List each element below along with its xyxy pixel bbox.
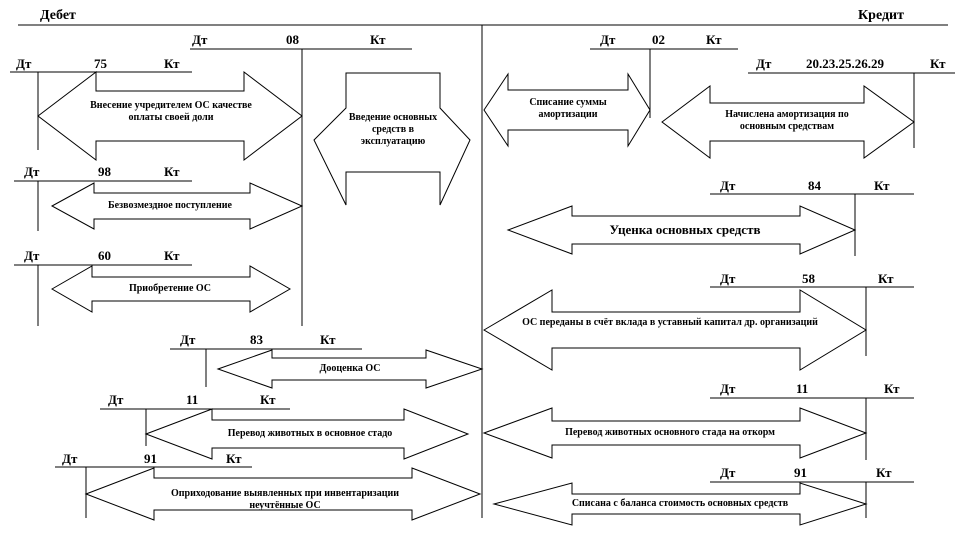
account-02-kt: Кт bbox=[706, 32, 722, 47]
account-11-right-number: 11 bbox=[796, 381, 809, 396]
account-20-dt: Дт bbox=[756, 56, 772, 71]
arrow-free bbox=[50, 182, 304, 230]
arrow-contribution-text: ОС переданы в счёт вклада в уставный кап… bbox=[522, 317, 818, 328]
arrow-surplus bbox=[84, 467, 482, 521]
arrow-purchase bbox=[50, 265, 292, 313]
account-60-kt: Кт bbox=[164, 248, 180, 263]
arrow-markdown-text: Уценка основных средств bbox=[609, 222, 761, 237]
debit-header: Дебет bbox=[40, 8, 76, 23]
credit-header: Кредит bbox=[858, 8, 904, 23]
account-58-kt: Кт bbox=[878, 271, 894, 286]
account-83-number: 83 bbox=[250, 332, 263, 347]
account-84-dt: Дт bbox=[720, 178, 736, 193]
account-11-left-kt: Кт bbox=[260, 392, 276, 407]
arrow-markdown bbox=[506, 205, 857, 255]
account-02-number: 02 bbox=[652, 32, 665, 47]
arrow-revaluation-text: Дооценка ОС bbox=[319, 363, 381, 374]
account-75-number: 75 bbox=[94, 56, 107, 71]
arrow-depr-accrued-text: Начислена амортизация по основным средст… bbox=[725, 109, 849, 132]
account-11-right-kt: Кт bbox=[884, 381, 900, 396]
arrow-commissioning-text: Введение основных средств в эксплуатацию bbox=[348, 112, 438, 147]
arrow-founder bbox=[37, 70, 303, 162]
account-58-dt: Дт bbox=[720, 271, 736, 286]
arrow-animals-in bbox=[144, 408, 470, 460]
arrow-depr-accrued bbox=[661, 85, 915, 159]
account-20-number: 20.23.25.26.29 bbox=[806, 56, 884, 71]
account-08-dt: Дт bbox=[192, 32, 208, 47]
account-91-right-kt: Кт bbox=[876, 465, 892, 480]
account-91-right-dt: Дт bbox=[720, 465, 736, 480]
account-98-kt: Кт bbox=[164, 164, 180, 179]
account-98-number: 98 bbox=[98, 164, 111, 179]
account-20-kt: Кт bbox=[930, 56, 946, 71]
arrow-purchase-text: Приобретение ОС bbox=[128, 283, 212, 294]
arrow-writeoff bbox=[492, 482, 868, 526]
account-58-number: 58 bbox=[802, 271, 815, 286]
arrow-commissioning bbox=[313, 72, 471, 206]
account-11-left-number: 11 bbox=[186, 392, 199, 407]
account-83-kt: Кт bbox=[320, 332, 336, 347]
arrow-writeoff-text: Списана с баланса стоимость основных сре… bbox=[571, 498, 789, 509]
account-98-dt: Дт bbox=[24, 164, 40, 179]
arrow-revaluation bbox=[216, 349, 484, 389]
arrow-animals-out bbox=[482, 407, 868, 459]
arrow-animals-out-text: Перевод животных основного стада на отко… bbox=[565, 427, 775, 438]
account-02-dt: Дт bbox=[600, 32, 616, 47]
account-91-left-kt: Кт bbox=[226, 451, 242, 466]
arrow-depr-writeoff bbox=[483, 72, 651, 148]
account-75-kt: Кт bbox=[164, 56, 180, 71]
arrow-contribution bbox=[483, 289, 867, 371]
account-84-kt: Кт bbox=[874, 178, 890, 193]
arrow-surplus-text: Оприходование выявленных при инвентариза… bbox=[170, 488, 399, 511]
account-60-dt: Дт bbox=[24, 248, 40, 263]
account-91-left-dt: Дт bbox=[62, 451, 78, 466]
account-60-number: 60 bbox=[98, 248, 111, 263]
account-08-number: 08 bbox=[286, 32, 299, 47]
account-11-right-dt: Дт bbox=[720, 381, 736, 396]
account-91-right-number: 91 bbox=[794, 465, 807, 480]
arrow-animals-in-text: Перевод животных в основное стадо bbox=[227, 428, 393, 439]
account-84-number: 84 bbox=[808, 178, 821, 193]
arrow-depr-writeoff-text: Списание суммы амортизации bbox=[529, 97, 607, 120]
account-83-dt: Дт bbox=[180, 332, 196, 347]
account-91-left-number: 91 bbox=[144, 451, 157, 466]
arrow-founder-text: Внесение учредителем ОС качестве оплаты … bbox=[90, 100, 252, 123]
arrow-free-text: Безвозмездное поступление bbox=[108, 200, 232, 211]
account-75-dt: Дт bbox=[16, 56, 32, 71]
account-08-kt: Кт bbox=[370, 32, 386, 47]
account-11-left-dt: Дт bbox=[108, 392, 124, 407]
